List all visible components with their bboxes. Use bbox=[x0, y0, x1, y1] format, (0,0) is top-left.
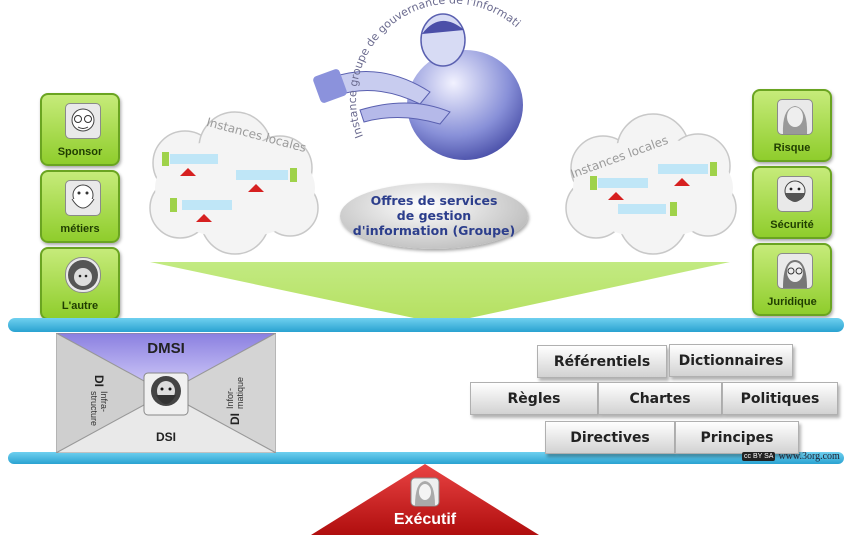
cc-license-badge: cc BY SA bbox=[742, 452, 776, 461]
mini-diagram bbox=[162, 152, 297, 222]
role-risque: Risque bbox=[752, 89, 832, 162]
glasses-man-icon bbox=[65, 103, 101, 139]
bearded-man-icon bbox=[151, 376, 181, 406]
oval-line1: Offres de services bbox=[370, 193, 498, 208]
fulcrum-label: Exécutif bbox=[393, 511, 457, 528]
credit: cc BY SA www.3org.com bbox=[742, 451, 840, 462]
services-oval: Offres de services de gestion d'informat… bbox=[340, 183, 528, 249]
role-label: Sécurité bbox=[770, 219, 814, 231]
credit-url[interactable]: www.3org.com bbox=[778, 451, 840, 462]
envelope-left-label: DI Infra- structure bbox=[71, 375, 127, 427]
bottom-beam bbox=[8, 452, 844, 464]
organization-envelope bbox=[56, 333, 276, 453]
keyword-politiques: Politiques bbox=[722, 382, 838, 415]
funnel-triangle bbox=[150, 262, 730, 324]
envelope-left-di: DI bbox=[92, 375, 106, 387]
role-sponsor: Sponsor bbox=[40, 93, 120, 166]
mini-diagram bbox=[590, 162, 717, 216]
role-lautre: L'autre bbox=[40, 247, 120, 320]
keyword-principes: Principes bbox=[675, 421, 799, 454]
keyword-regles: Règles bbox=[470, 382, 598, 415]
bearded-man-icon bbox=[777, 176, 813, 212]
envelope-right-sub: Infor- matique bbox=[225, 376, 245, 409]
curly-man-icon bbox=[65, 257, 101, 293]
role-securite: Sécurité bbox=[752, 166, 832, 239]
role-label: Juridique bbox=[767, 296, 817, 308]
woman-portrait-icon bbox=[777, 99, 813, 135]
cloud-left bbox=[149, 111, 319, 255]
top-beam bbox=[8, 318, 844, 332]
oval-line2: de gestion bbox=[396, 208, 472, 223]
woman-portrait-icon bbox=[415, 481, 435, 506]
role-label: L'autre bbox=[61, 300, 99, 312]
keyword-referentiels: Référentiels bbox=[537, 345, 667, 378]
envelope-right-di: DI bbox=[228, 413, 242, 425]
envelope-left-sub: Infra- structure bbox=[89, 391, 109, 427]
role-label: Risque bbox=[773, 142, 811, 154]
executive-fulcrum bbox=[311, 464, 539, 535]
keyword-dictionnaires: Dictionnaires bbox=[669, 344, 793, 377]
role-juridique: Juridique bbox=[752, 243, 832, 316]
glasses-woman-icon bbox=[777, 253, 813, 289]
oval-line3: d'information (Groupe) bbox=[352, 223, 516, 238]
envelope-right-label: DI Infor- matique bbox=[207, 375, 263, 425]
role-metiers: métiers bbox=[40, 170, 120, 243]
role-label: Sponsor bbox=[57, 146, 103, 158]
envelope-bottom-label: DSI bbox=[155, 430, 176, 444]
envelope-top-label: DMSI bbox=[147, 340, 185, 357]
role-label: métiers bbox=[60, 223, 100, 235]
cloud-right bbox=[565, 113, 737, 255]
keyword-chartes: Chartes bbox=[598, 382, 722, 415]
keyword-directives: Directives bbox=[545, 421, 675, 454]
conductor-figure: Instance groupe de gouvernance de l'info… bbox=[313, 0, 523, 160]
santa-man-icon bbox=[65, 180, 101, 216]
